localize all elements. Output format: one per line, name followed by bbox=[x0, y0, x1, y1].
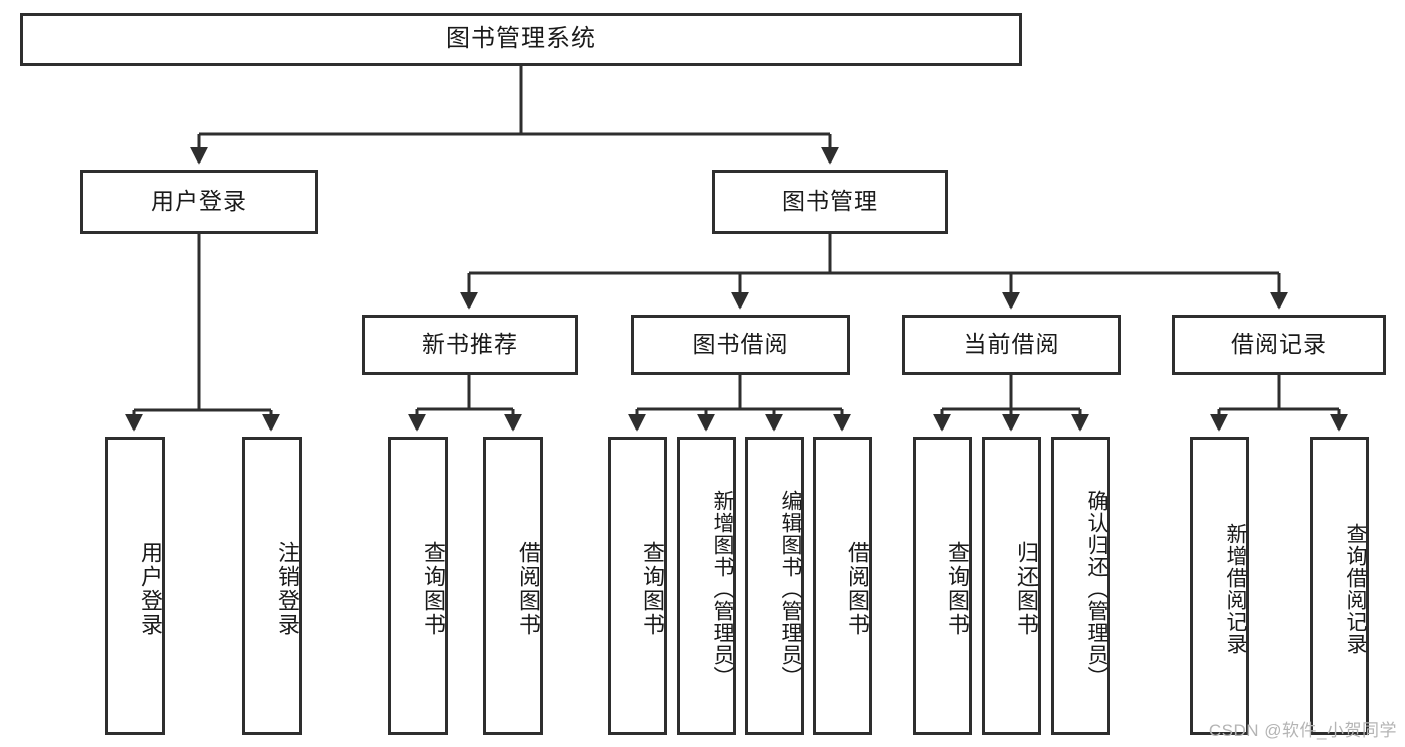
node-label: 借阅记录 bbox=[1231, 331, 1327, 358]
node-borrow-record[interactable]: 借阅记录 bbox=[1172, 315, 1386, 375]
node-leaf-user-login[interactable]: 用户登录 bbox=[105, 437, 165, 735]
node-label: 查询图书 bbox=[421, 541, 446, 637]
node-leaf-confirm-return[interactable]: 确认归还（管理员） bbox=[1051, 437, 1110, 735]
node-leaf-query-book-3[interactable]: 查询图书 bbox=[913, 437, 972, 735]
node-label: 用户登录 bbox=[151, 188, 247, 215]
node-root[interactable]: 图书管理系统 bbox=[20, 13, 1022, 66]
node-user-login[interactable]: 用户登录 bbox=[80, 170, 318, 234]
node-leaf-borrow-book-1[interactable]: 借阅图书 bbox=[483, 437, 543, 735]
watermark: CSDN @软件_小贺同学 bbox=[1208, 721, 1397, 740]
node-label: 注销登录 bbox=[275, 541, 300, 637]
node-label: 查询图书 bbox=[945, 541, 970, 637]
node-label: 图书管理系统 bbox=[446, 25, 596, 53]
node-leaf-return-book[interactable]: 归还图书 bbox=[982, 437, 1041, 735]
node-leaf-query-record[interactable]: 查询借阅记录 bbox=[1310, 437, 1369, 735]
node-label: 用户登录 bbox=[138, 541, 163, 637]
node-leaf-add-book[interactable]: 新增图书（管理员） bbox=[677, 437, 736, 735]
node-label: 当前借阅 bbox=[963, 331, 1060, 358]
node-leaf-edit-book[interactable]: 编辑图书（管理员） bbox=[745, 437, 804, 735]
node-label: 新增图书（管理员） bbox=[711, 490, 734, 688]
node-current-borrow[interactable]: 当前借阅 bbox=[902, 315, 1121, 375]
node-book-manage[interactable]: 图书管理 bbox=[712, 170, 948, 234]
node-label: 借阅图书 bbox=[516, 541, 541, 637]
node-label: 编辑图书（管理员） bbox=[779, 490, 802, 688]
node-leaf-logout-login[interactable]: 注销登录 bbox=[242, 437, 302, 735]
node-label: 查询图书 bbox=[640, 541, 665, 637]
node-label: 归还图书 bbox=[1014, 541, 1039, 637]
node-leaf-query-book-1[interactable]: 查询图书 bbox=[388, 437, 448, 735]
node-label: 查询借阅记录 bbox=[1344, 523, 1367, 655]
node-label: 新书推荐 bbox=[422, 331, 518, 358]
node-leaf-borrow-book-2[interactable]: 借阅图书 bbox=[813, 437, 872, 735]
node-leaf-add-record[interactable]: 新增借阅记录 bbox=[1190, 437, 1249, 735]
node-new-book-recommend[interactable]: 新书推荐 bbox=[362, 315, 578, 375]
node-book-borrow[interactable]: 图书借阅 bbox=[631, 315, 850, 375]
node-leaf-query-book-2[interactable]: 查询图书 bbox=[608, 437, 667, 735]
node-label: 新增借阅记录 bbox=[1224, 523, 1247, 655]
node-label: 确认归还（管理员） bbox=[1085, 490, 1108, 688]
node-label: 借阅图书 bbox=[845, 541, 870, 637]
node-label: 图书借阅 bbox=[692, 331, 789, 358]
node-label: 图书管理 bbox=[782, 188, 878, 215]
